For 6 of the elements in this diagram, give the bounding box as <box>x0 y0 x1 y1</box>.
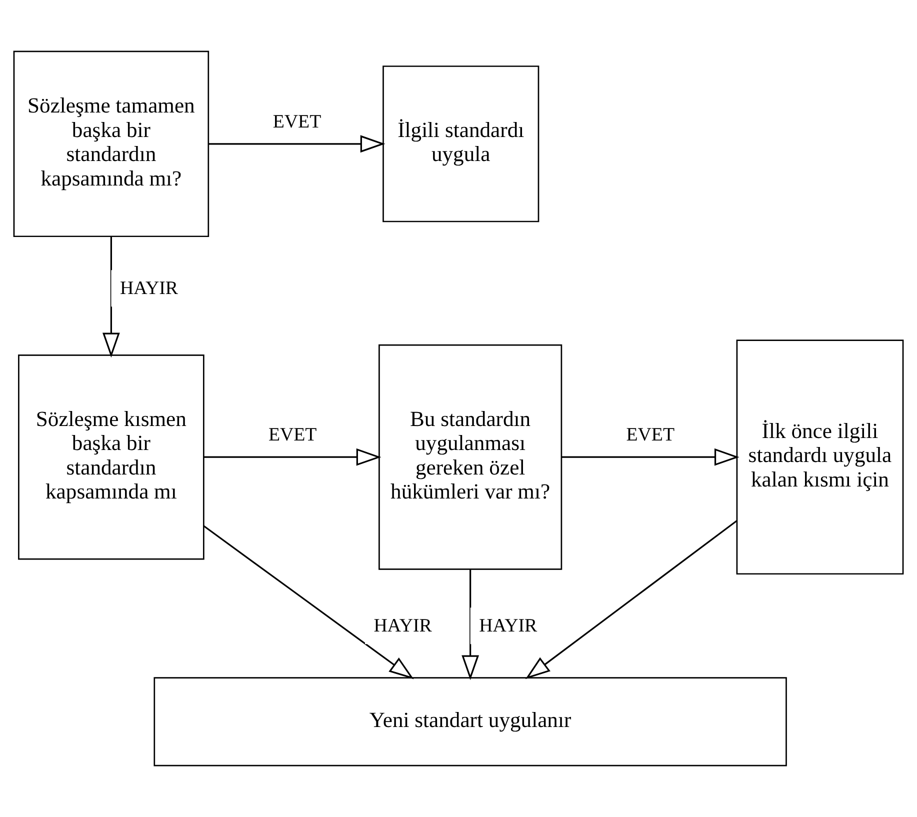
edge-label: HAYIR <box>120 278 178 300</box>
edge-label: EVET <box>626 424 675 446</box>
edge-label: EVET <box>272 111 322 132</box>
edge-label: HAYIR <box>479 616 538 637</box>
edge-label: HAYIR <box>374 616 432 637</box>
edge-label: EVET <box>268 424 317 446</box>
